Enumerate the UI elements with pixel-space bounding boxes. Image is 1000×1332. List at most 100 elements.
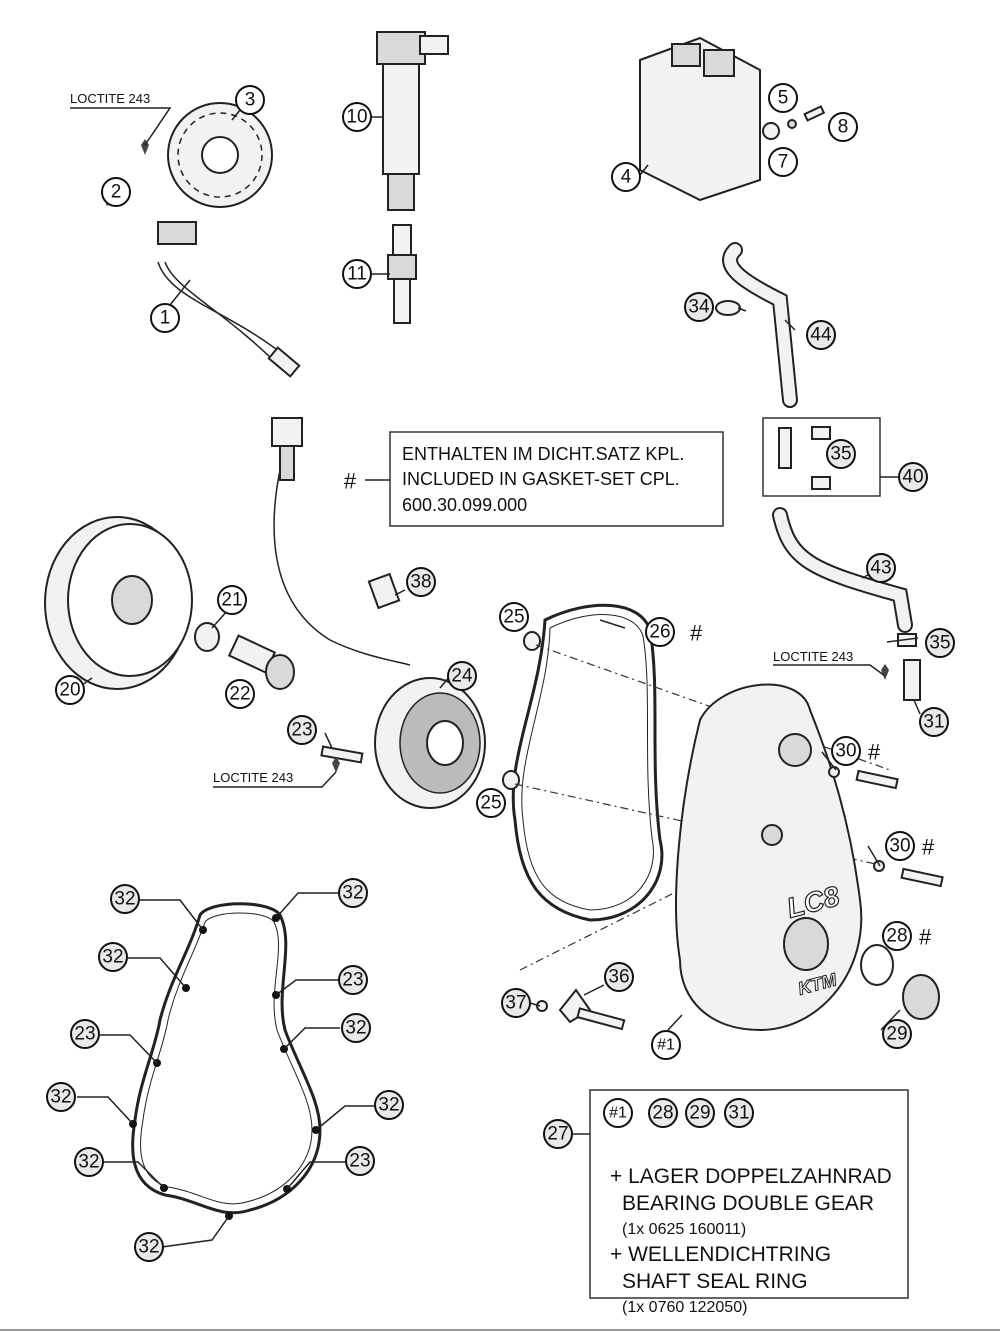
callout-26-hash: # xyxy=(690,621,703,646)
loctite-label-2: LOCTITE 243 xyxy=(773,649,853,664)
callout-32-2-label: 32 xyxy=(342,883,363,904)
callout-10-label: 10 xyxy=(346,107,367,128)
kit-item-29-label: 29 xyxy=(689,1103,710,1124)
callout-23-d: 23 xyxy=(345,1146,375,1176)
callout-27: 27 xyxy=(543,1119,573,1149)
callout-23-c: 23 xyxy=(70,1019,100,1049)
callout-40-label: 40 xyxy=(902,467,923,488)
hose-clamp-34 xyxy=(715,300,741,316)
callout-8-label: 8 xyxy=(838,117,849,138)
callout-5: 5 xyxy=(768,83,798,113)
callout-32-1-label: 32 xyxy=(114,889,135,910)
flywheel-rotor xyxy=(44,516,193,690)
callout-7-label: 7 xyxy=(778,152,789,173)
gasket-note-line2: INCLUDED IN GASKET-SET CPL. xyxy=(402,469,680,489)
ignition-cover: LC8 KTM xyxy=(675,683,863,1032)
callout-32-6-label: 32 xyxy=(378,1095,399,1116)
callout-36: 36 xyxy=(604,962,634,992)
callout-32-7: 32 xyxy=(74,1147,104,1177)
callout-1-label: 1 xyxy=(160,308,171,329)
callout-23-b-label: 23 xyxy=(342,970,363,991)
kit-note-line4: + WELLENDICHTRING xyxy=(610,1243,831,1266)
kit-item-28: 28 xyxy=(648,1098,678,1128)
callout-44: 44 xyxy=(806,320,836,350)
callout-1: 1 xyxy=(150,303,180,333)
gasket-note-line3: 600.30.099.000 xyxy=(402,495,527,515)
callout-28-label: 28 xyxy=(886,926,907,947)
gasket-note-hash: # xyxy=(344,469,357,494)
rubber-bushing xyxy=(762,122,780,140)
callout-2: 2 xyxy=(101,177,131,207)
callout-7: 7 xyxy=(768,147,798,177)
callout-20-label: 20 xyxy=(59,680,80,701)
callout-22-label: 22 xyxy=(229,684,250,705)
callout-34-label: 34 xyxy=(688,297,710,318)
callout-22: 22 xyxy=(225,679,255,709)
callout-37-label: 37 xyxy=(505,993,526,1014)
callout-44-label: 44 xyxy=(810,325,832,346)
loctite-leader-1 xyxy=(70,107,172,146)
trigger-wheel xyxy=(167,102,273,208)
callout-32-8-label: 32 xyxy=(138,1237,159,1258)
callout-32-1: 32 xyxy=(110,884,140,914)
bolt-30b xyxy=(900,867,944,888)
callout-23a-label: 23 xyxy=(291,720,312,741)
callout-35b: 35 xyxy=(925,628,955,658)
callout-32-3: 32 xyxy=(98,942,128,972)
callout-25b: 25 xyxy=(476,788,506,818)
callout-35a-label: 35 xyxy=(830,444,851,465)
callout-26: 26 xyxy=(645,617,675,647)
callout-11-label: 11 xyxy=(347,264,367,285)
dowel-25a xyxy=(523,631,541,651)
kit-note-box xyxy=(589,1089,909,1299)
callout-23-d-label: 23 xyxy=(349,1151,370,1172)
callout-37: 37 xyxy=(501,988,531,1018)
callout-5-label: 5 xyxy=(778,88,789,109)
plug-29 xyxy=(902,974,940,1020)
kit-note-line6: (1x 0760 122050) xyxy=(622,1299,747,1316)
callout-32-7-label: 32 xyxy=(78,1152,99,1173)
callout-32-6: 32 xyxy=(374,1090,404,1120)
callout-20: 20 xyxy=(55,675,85,705)
gasket-32 xyxy=(131,902,322,1215)
callout-31-label: 31 xyxy=(923,712,944,733)
callout-38-label: 38 xyxy=(410,572,431,593)
washer-21 xyxy=(194,622,220,652)
callout-32-2: 32 xyxy=(338,878,368,908)
nipple xyxy=(778,427,792,469)
callout-31: 31 xyxy=(919,707,949,737)
stator-cable xyxy=(273,469,411,666)
loctite-label-3: LOCTITE 243 xyxy=(213,770,293,785)
callout-30a: 30 xyxy=(831,736,861,766)
callout-25a-label: 25 xyxy=(503,607,524,628)
gasket-holes xyxy=(129,914,320,1220)
kit-item-h1-label: #1 xyxy=(609,1105,627,1122)
kit-item-h1: #1 xyxy=(603,1098,633,1128)
callout-23-c-label: 23 xyxy=(74,1024,95,1045)
callout-29: 29 xyxy=(882,1019,912,1049)
callout-29-label: 29 xyxy=(886,1024,907,1045)
callout-28: 28 xyxy=(882,921,912,951)
callout-26-label: 26 xyxy=(649,622,670,643)
callout-40: 40 xyxy=(898,462,928,492)
callout-2-label: 2 xyxy=(111,182,122,203)
kit-item-29: 29 xyxy=(685,1098,715,1128)
callout-43-label: 43 xyxy=(870,558,891,579)
callout-30b: 30 xyxy=(885,831,915,861)
screw-8 xyxy=(803,105,826,122)
washer-5 xyxy=(787,119,797,129)
callout-30b-hash: # xyxy=(922,835,935,860)
callout-30b-label: 30 xyxy=(889,836,910,857)
dowel-25b xyxy=(502,770,520,790)
screw-37 xyxy=(576,1007,626,1031)
loctite-drop-3 xyxy=(332,757,340,773)
kit-note-line3: (1x 0625 160011) xyxy=(622,1221,746,1238)
callout-3: 3 xyxy=(235,85,265,115)
callout-4: 4 xyxy=(611,162,641,192)
plug-35a xyxy=(811,426,831,440)
callout-32-5-label: 32 xyxy=(50,1087,71,1108)
callout-h1: #1 xyxy=(651,1030,681,1060)
callout-35a: 35 xyxy=(826,439,856,469)
callout-30a-label: 30 xyxy=(835,741,856,762)
